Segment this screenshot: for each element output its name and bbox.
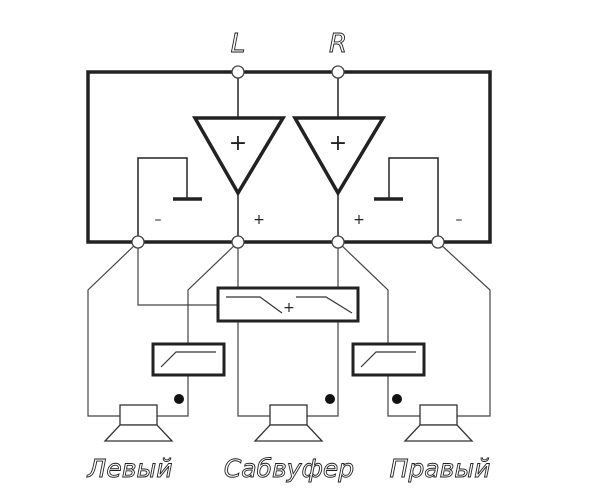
amplifier-left: + — [191, 116, 287, 197]
output-terminal-plus-left — [231, 235, 245, 249]
output-terminal-plus-right — [331, 235, 345, 249]
output-terminal-minus-right — [431, 235, 445, 249]
speaker-wiring — [87, 241, 491, 417]
polarity-dot-left — [174, 394, 184, 404]
speaker-icon-left — [103, 404, 174, 442]
amplifier-right: + — [291, 116, 387, 197]
input-label-left: L — [231, 29, 246, 59]
speaker-icon-right — [403, 404, 474, 442]
terminal-sign-plus-left: + — [253, 212, 265, 228]
amp-right-plus: + — [329, 131, 347, 156]
speaker-label-sub: Сабвуфер — [224, 454, 354, 483]
speaker-label-right: Правый — [390, 454, 491, 483]
terminal-sign-minus-right: – — [456, 212, 463, 228]
terminals — [131, 65, 445, 249]
highpass-filter-left — [151, 342, 226, 377]
polarity-dot-sub — [325, 394, 335, 404]
highpass-filter-right — [351, 342, 426, 377]
amplifier-housing — [86, 70, 492, 244]
input-label-right: R — [329, 29, 347, 59]
filter-sum-plus: + — [283, 300, 295, 316]
output-terminal-minus-left — [131, 235, 145, 249]
terminal-sign-minus-left: – — [155, 212, 162, 228]
input-terminal-right — [331, 65, 345, 79]
input-terminal-left — [231, 65, 245, 79]
terminal-sign-plus-right: + — [353, 212, 365, 228]
subwoofer-lowpass-filter: + — [216, 286, 360, 323]
amp-left-plus: + — [229, 131, 247, 156]
speaker-label-left: Левый — [87, 454, 173, 483]
polarity-dot-right — [392, 394, 402, 404]
speaker-icon-sub — [253, 404, 324, 442]
